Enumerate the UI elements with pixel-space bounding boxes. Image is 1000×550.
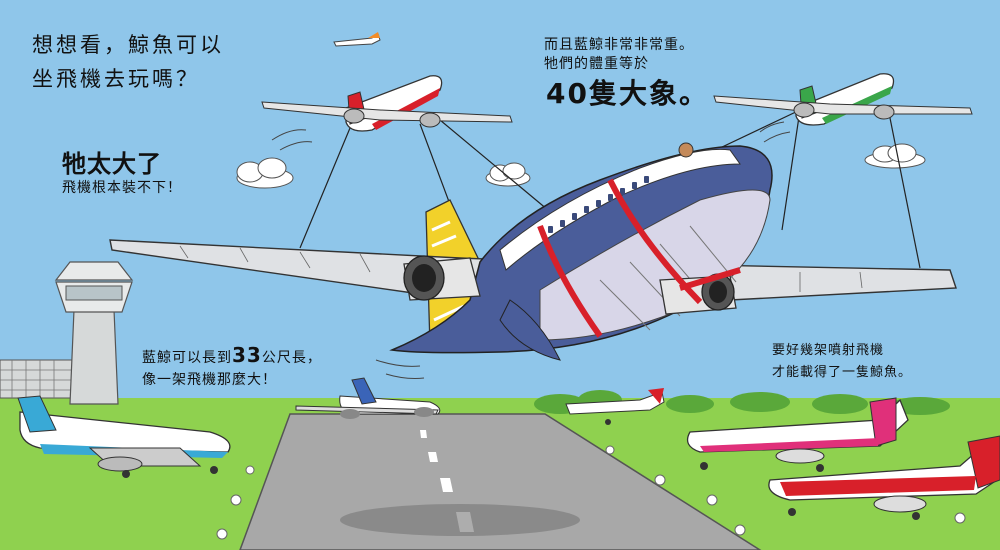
weight-text: 而且藍鯨非常非常重。 牠們的體重等於 [544,36,694,74]
length-line-2: 像一架飛機那麼大！ [142,372,277,388]
engine [403,255,481,301]
jets-line-1: 要好幾架噴射飛機 [772,343,885,358]
parked-plane-icon [565,388,665,425]
question-text: 想想看，鯨魚可以 坐飛機去玩嗎？ [32,28,224,96]
cloud-icon [864,143,926,169]
cloud-icon [485,162,531,187]
weight-big-text: 40隻大象。 [546,77,709,110]
runway-lights [216,445,966,540]
length-line-1-post: 公尺長， [261,350,322,366]
control-tower-icon [0,261,134,405]
red-strap [537,178,741,338]
parked-plane-icon [17,395,231,478]
pilot-icon [678,142,694,158]
length-line-1-pre: 藍鯨可以長到 [142,350,232,366]
whale-airplane [109,142,957,361]
speed-lines [271,121,791,379]
weight-line-2: 牠們的體重等於 [544,56,649,72]
jets-text: 要好幾架噴射飛機 才能載得了一隻鯨魚。 [772,340,912,384]
small-plane-icon [333,32,381,47]
length-line-1: 藍鯨可以長到33公尺長， [142,344,322,369]
too-big-headline: 牠太大了 [62,150,162,178]
weight-line-1: 而且藍鯨非常非常重。 [544,37,694,53]
question-line-2: 坐飛機去玩嗎？ [32,67,200,91]
green-airplane-icon [713,73,973,126]
too-big-text: 牠太大了 飛機根本裝不下！ [62,152,182,200]
length-text: 藍鯨可以長到33公尺長， 像一架飛機那麼大！ [142,344,322,391]
red-airplane-icon [261,75,513,132]
parked-plane-icon [768,435,1000,520]
whale-shadow [340,504,580,536]
jets-line-2: 才能載得了一隻鯨魚。 [772,365,913,380]
parked-plane-icon [686,397,909,472]
cloud-icon [236,157,294,189]
question-line-1: 想想看，鯨魚可以 [32,33,224,57]
too-big-line-2: 飛機根本裝不下！ [62,180,182,196]
parked-plane-icon [295,377,441,419]
length-number: 33 [232,343,262,367]
